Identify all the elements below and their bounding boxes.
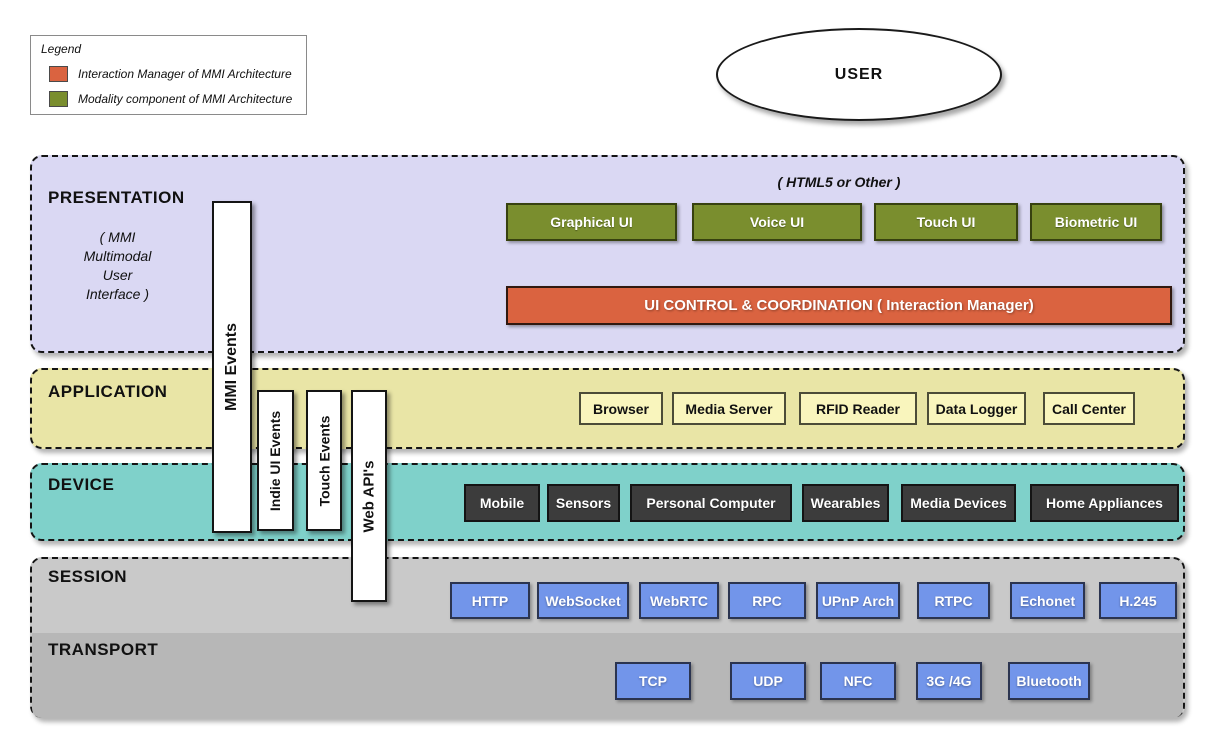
- session-box-websocket: WebSocket: [537, 582, 629, 619]
- presentation-layer-label: PRESENTATION: [48, 188, 185, 207]
- device-box-mobile: Mobile: [464, 484, 540, 522]
- device-box-home-appliances: Home Appliances: [1030, 484, 1179, 522]
- event-bar-label: Touch Events: [316, 415, 333, 506]
- transport-box-bluetooth: Bluetooth: [1008, 662, 1090, 700]
- event-bar-label: MMI Events: [223, 322, 241, 412]
- transport-layer-label: TRANSPORT: [48, 640, 159, 659]
- transport-band: [32, 633, 1183, 718]
- application-box-rfid-reader: RFID Reader: [799, 392, 917, 425]
- application-layer-label: APPLICATION: [48, 382, 168, 401]
- subtitle-line: User: [102, 266, 133, 283]
- application-box-browser: Browser: [579, 392, 663, 425]
- application-box-data-logger: Data Logger: [927, 392, 1026, 425]
- transport-box-3g-4g: 3G /4G: [916, 662, 982, 700]
- event-bar-touch-events: Touch Events: [306, 390, 342, 531]
- session-box-webrtc: WebRTC: [639, 582, 719, 619]
- modality-box-biometric-ui: Biometric UI: [1030, 203, 1162, 241]
- interaction-manager-bar: UI CONTROL & COORDINATION ( Interaction …: [506, 286, 1172, 325]
- legend-item-label: Interaction Manager of MMI Architecture: [78, 67, 292, 81]
- event-bar-label: Web API's: [360, 460, 378, 532]
- html5-or-other-note: ( HTML5 or Other ): [777, 174, 901, 190]
- interaction-manager-swatch: [49, 66, 68, 82]
- subtitle-line: Interface ): [85, 285, 150, 302]
- modality-box-touch-ui: Touch UI: [874, 203, 1018, 241]
- transport-box-udp: UDP: [730, 662, 806, 700]
- session-layer-label: SESSION: [48, 567, 128, 586]
- event-bar-mmi-events: MMI Events: [212, 201, 252, 533]
- device-box-media-devices: Media Devices: [901, 484, 1016, 522]
- session-box-upnp-arch: UPnP Arch: [816, 582, 900, 619]
- subtitle-line: Multimodal: [83, 247, 152, 264]
- session-box-echonet: Echonet: [1010, 582, 1085, 619]
- session-box-rtpc: RTPC: [917, 582, 990, 619]
- user-label: USER: [834, 65, 884, 83]
- legend-item-modality: Modality component of MMI Architecture: [49, 91, 292, 107]
- event-bar-web-apis: Web API's: [351, 390, 387, 602]
- legend-item-interaction-manager: Interaction Manager of MMI Architecture: [49, 66, 292, 82]
- modality-box-graphical-ui: Graphical UI: [506, 203, 677, 241]
- event-bar-indie-ui-events: Indie UI Events: [257, 390, 294, 531]
- session-box-http: HTTP: [450, 582, 530, 619]
- modality-box-voice-ui: Voice UI: [692, 203, 862, 241]
- session-box-h245: H.245: [1099, 582, 1177, 619]
- device-box-personal-computer: Personal Computer: [630, 484, 792, 522]
- user-node: USER: [716, 28, 1002, 121]
- device-layer-label: DEVICE: [48, 475, 115, 494]
- presentation-subtitle: ( MMI Multimodal User Interface ): [40, 228, 195, 304]
- legend-title: Legend: [41, 42, 82, 56]
- modality-swatch: [49, 91, 68, 107]
- application-box-call-center: Call Center: [1043, 392, 1135, 425]
- application-box-media-server: Media Server: [672, 392, 786, 425]
- device-box-sensors: Sensors: [547, 484, 620, 522]
- legend-box: Legend Interaction Manager of MMI Archit…: [30, 35, 307, 115]
- device-box-wearables: Wearables: [802, 484, 889, 522]
- session-box-rpc: RPC: [728, 582, 806, 619]
- transport-box-nfc: NFC: [820, 662, 896, 700]
- event-bar-label: Indie UI Events: [267, 410, 284, 511]
- subtitle-line: ( MMI: [99, 229, 136, 245]
- layer-session-transport: [30, 557, 1185, 718]
- legend-item-label: Modality component of MMI Architecture: [78, 92, 293, 106]
- transport-box-tcp: TCP: [615, 662, 691, 700]
